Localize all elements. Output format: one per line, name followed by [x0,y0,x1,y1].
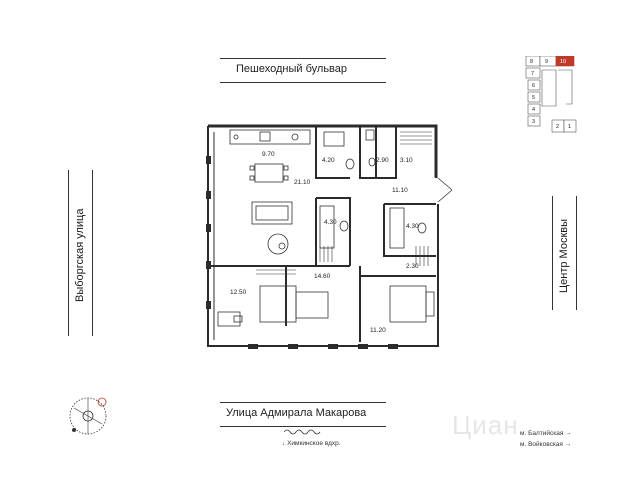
reservoir-label: ↓ Химкинское вдхр. [282,440,341,447]
area-bath-right: 4.30 [406,223,419,230]
closets [256,131,432,275]
minimap-cell-3: 3 [532,119,535,125]
reservoir-text: Химкинское вдхр. [287,440,341,447]
bottom-street-line-top [220,402,386,403]
sofa [251,201,293,255]
dining-table [249,163,289,183]
area-bath-mid: 4.30 [324,219,337,226]
bath-fixtures [319,129,427,249]
area-wc-top: 2.90 [376,157,389,164]
beds [259,285,435,323]
right-street-label: Центр Москвы [558,218,570,293]
minimap-cell-4: 4 [532,107,535,113]
area-hall-right: 11.10 [392,187,408,194]
area-bedroom-left: 12.50 [230,289,247,296]
building-minimap: 8 9 10 7 6 5 4 3 2 1 [525,56,577,133]
desk [217,311,243,327]
top-street-line-top [220,58,386,59]
minimap-cell-6: 6 [532,83,535,89]
area-kitchen: 9.70 [262,151,275,158]
area-closet-top: 3.10 [400,157,413,164]
bottom-street-line-bottom [220,426,386,427]
bottom-windows [248,344,398,349]
area-bath-top: 4.20 [322,157,335,164]
area-corridor: 14.60 [314,273,331,280]
minimap-cell-1: 1 [568,124,571,130]
watermark-logo: Циан [452,410,519,440]
minimap-cell-9: 9 [545,59,548,65]
area-bedroom-right: 11.20 [370,327,386,334]
outer-walls [207,124,439,347]
down-arrow-icon: ↓ [282,440,286,447]
top-street-line-bottom [220,82,386,83]
minimap-cell-7: 7 [531,71,534,77]
top-street-label: Пешеходный бульвар [236,63,347,75]
left-street-label: Выборгская улица [74,208,86,302]
bottom-street-label: Улица Адмирала Макарова [226,407,367,419]
minimap-cell-8: 8 [530,59,533,65]
kitchen-counter [229,129,311,145]
area-living: 21.10 [294,179,311,186]
left-street-line-right [92,170,93,336]
minimap-cell-2: 2 [556,124,559,130]
right-street-line-right [576,196,577,310]
sun-compass [69,397,107,435]
metro-baltiyskaya: м. Балтийская → [520,430,572,437]
entrance-door [437,177,453,203]
water-wave [284,429,321,435]
minimap-cell-5: 5 [532,95,535,101]
metro-voykovskaya: м. Войковская → [520,441,572,448]
minimap-cell-10: 10 [560,59,566,65]
floor-plan: 9.70 21.10 4.20 2.90 3.10 11.10 4.30 4.3… [206,124,453,349]
right-street-line-left [552,196,553,310]
left-street-line-left [68,170,69,336]
area-dressing: 2.30 [406,263,419,270]
